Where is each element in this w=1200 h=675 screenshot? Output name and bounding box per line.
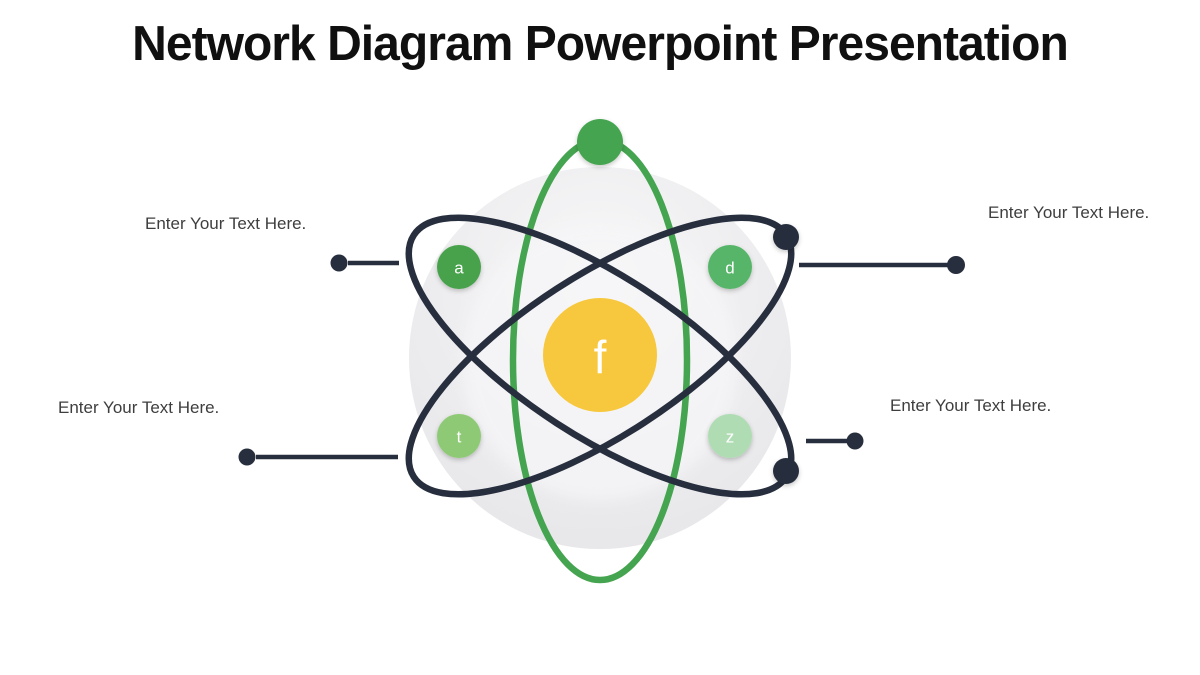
node-d xyxy=(708,245,752,289)
orbit-junction-dot-top-right xyxy=(773,224,799,250)
node-d-label: d xyxy=(725,259,734,278)
node-z-circle xyxy=(708,414,752,458)
node-z-label: z xyxy=(726,428,735,447)
slide-title: Network Diagram Powerpoint Presentation xyxy=(132,17,1069,71)
orbit-junction-dot-bottom-right xyxy=(773,458,799,484)
connector-dot-top-left xyxy=(330,254,348,272)
node-a-label: a xyxy=(454,259,464,278)
text-placeholder-top-right[interactable]: Enter Your Text Here. xyxy=(988,203,1150,222)
connector-dot-bottom-right xyxy=(846,432,864,450)
node-z xyxy=(708,414,752,458)
text-placeholder-bottom-right[interactable]: Enter Your Text Here. xyxy=(890,396,1052,415)
nucleus-label: f xyxy=(594,331,607,383)
text-placeholder-bottom-left[interactable]: Enter Your Text Here. xyxy=(58,398,220,417)
text-placeholder-top-left[interactable]: Enter Your Text Here. xyxy=(145,214,307,233)
node-a-circle xyxy=(437,245,481,289)
connector-dot-bottom-left xyxy=(238,448,256,466)
node-t xyxy=(437,414,481,458)
connector-dot-top-right xyxy=(947,256,965,274)
node-d-circle xyxy=(708,245,752,289)
green-orbit-top-dot xyxy=(577,119,623,165)
node-t-circle xyxy=(437,414,481,458)
node-a xyxy=(437,245,481,289)
node-t-label: t xyxy=(457,428,462,447)
nucleus-circle xyxy=(543,298,657,412)
